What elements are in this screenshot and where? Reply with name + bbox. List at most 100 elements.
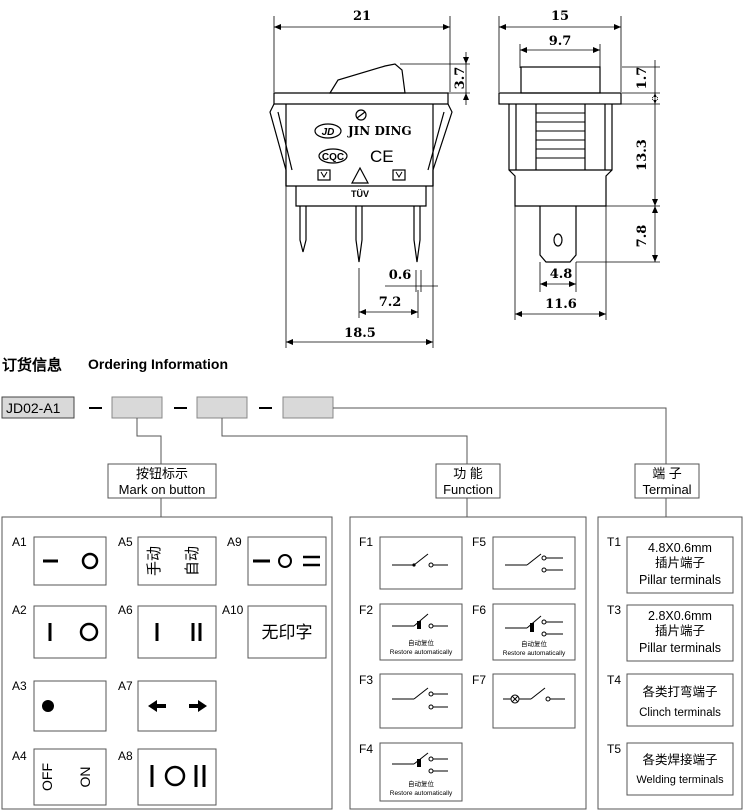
svg-text:A4: A4 <box>12 749 27 763</box>
terminal-option-t5[interactable]: T5 各类焊接端子 Welding terminals <box>607 742 734 796</box>
svg-text:F1: F1 <box>359 535 373 549</box>
svg-text:F7: F7 <box>472 673 486 687</box>
ce-mark: CE <box>370 147 394 166</box>
group-header-function: 功 能 Function <box>435 463 501 499</box>
svg-text:F3: F3 <box>359 673 373 687</box>
svg-text:A6: A6 <box>118 603 133 617</box>
dim-rocker-height: 3.7 <box>453 67 468 90</box>
dim-pin-thickness: 0.6 <box>389 268 412 283</box>
svg-text:Clinch terminals: Clinch terminals <box>639 707 721 719</box>
svg-text:Function: Function <box>443 482 493 497</box>
mark-code-slot[interactable] <box>111 396 163 419</box>
svg-text:CQC: CQC <box>322 152 344 163</box>
function-option-f7[interactable]: F7 <box>472 673 576 729</box>
svg-text:A10: A10 <box>222 603 244 617</box>
mark-option-a2[interactable]: A2 <box>12 603 107 659</box>
svg-text:插片端子: 插片端子 <box>655 556 705 570</box>
group-header-terminal: 端 子 Terminal <box>634 463 700 499</box>
svg-text:端 子: 端 子 <box>652 466 682 481</box>
dim-body-length: 18.5 <box>344 326 376 341</box>
svg-text:Restore automatically: Restore automatically <box>390 790 453 797</box>
svg-text:插片端子: 插片端子 <box>655 624 705 638</box>
svg-text:自动: 自动 <box>184 546 201 576</box>
mark-option-a8[interactable]: A8 <box>118 748 217 806</box>
mark-options-panel <box>1 516 333 810</box>
terminal-option-t3[interactable]: T3 2.8X0.6mm 插片端子 Pillar terminals <box>607 603 734 662</box>
terminal-option-t4[interactable]: T4 各类打弯端子 Clinch terminals <box>607 673 734 727</box>
svg-text:Pillar terminals: Pillar terminals <box>639 641 721 655</box>
tuv-mark: TÜV <box>351 189 369 199</box>
svg-text:A1: A1 <box>12 535 27 549</box>
svg-text:功 能: 功 能 <box>453 466 483 481</box>
svg-text:F2: F2 <box>359 603 373 617</box>
side-view <box>498 16 660 320</box>
svg-text:T5: T5 <box>607 742 621 756</box>
svg-text:无印字: 无印字 <box>262 623 313 642</box>
svg-text:F6: F6 <box>472 603 486 617</box>
svg-text:A7: A7 <box>118 679 133 693</box>
mark-option-a7[interactable]: A7 <box>118 679 217 732</box>
dim-side-width: 15 <box>551 9 569 24</box>
mark-option-a5[interactable]: A5 手动 自动 <box>118 535 217 586</box>
function-options: F1 F2 自动复位 Restore automatically <box>359 535 576 802</box>
function-option-f1[interactable]: F1 <box>359 535 463 590</box>
function-code-slot[interactable] <box>196 396 248 419</box>
terminal-option-t1[interactable]: T1 4.8X0.6mm 插片端子 Pillar terminals <box>607 535 734 594</box>
dim-terminal-length: 7.8 <box>635 225 650 248</box>
svg-text:手动: 手动 <box>146 546 163 576</box>
function-options-panel <box>349 516 587 810</box>
ordering-title-en: Ordering Information <box>88 356 228 372</box>
svg-text:Pillar terminals: Pillar terminals <box>639 573 721 587</box>
dim-flange: 1.7 <box>635 67 650 90</box>
svg-text:按钮标示: 按钮标示 <box>136 466 188 481</box>
svg-text:A3: A3 <box>12 679 27 693</box>
mark-option-a9[interactable]: A9 <box>227 535 327 586</box>
svg-text:A2: A2 <box>12 603 27 617</box>
connector-lines <box>136 407 667 517</box>
mark-option-a3[interactable]: A3 <box>12 679 107 732</box>
dim-front-width: 21 <box>353 9 371 24</box>
mark-option-a6[interactable]: A6 <box>118 603 217 659</box>
jd-logo-icon: JD <box>314 123 342 139</box>
function-option-f3[interactable]: F3 <box>359 673 463 729</box>
function-option-f4[interactable]: F4 自动复位 Restore automatically <box>359 742 463 802</box>
svg-text:OFF: OFF <box>39 763 55 791</box>
svg-text:T1: T1 <box>607 535 621 549</box>
mark-option-a4[interactable]: A4 OFF ON <box>12 748 107 806</box>
svg-text:Mark on button: Mark on button <box>119 482 206 497</box>
mark-options: A1 A2 A3 A4 OFF ON A5 手动 <box>12 535 327 806</box>
svg-text:自动复位: 自动复位 <box>408 779 435 788</box>
dim-body-depth: 13.3 <box>635 139 650 171</box>
terminal-options: T1 4.8X0.6mm 插片端子 Pillar terminals T3 2.… <box>607 535 734 796</box>
part-prefix-box <box>1 396 75 419</box>
group-header-mark: 按钮标示 Mark on button <box>107 463 217 499</box>
svg-text:T4: T4 <box>607 673 621 687</box>
svg-text:Restore automatically: Restore automatically <box>390 649 453 656</box>
dim-side-inner: 9.7 <box>549 34 572 49</box>
svg-text:A8: A8 <box>118 749 133 763</box>
function-option-f2[interactable]: F2 自动复位 Restore automatically <box>359 603 463 661</box>
dim-terminal-width: 4.8 <box>550 267 573 282</box>
function-option-f5[interactable]: F5 <box>472 535 576 590</box>
svg-text:A5: A5 <box>118 535 133 549</box>
terminal-code-slot[interactable] <box>282 396 334 419</box>
dim-mount-width: 11.6 <box>545 297 577 312</box>
ordering-title-cn: 订货信息 <box>2 356 62 374</box>
svg-text:F4: F4 <box>359 742 373 756</box>
svg-text:各类焊接端子: 各类焊接端子 <box>642 752 717 767</box>
mark-option-a10[interactable]: A10 无印字 <box>222 603 327 659</box>
svg-text:自动复位: 自动复位 <box>521 639 548 648</box>
svg-text:Restore automatically: Restore automatically <box>503 650 566 657</box>
part-prefix: JD02-A1 <box>6 400 61 416</box>
svg-text:自动复位: 自动复位 <box>408 638 435 647</box>
mark-option-a1[interactable]: A1 <box>12 535 107 586</box>
svg-text:ON: ON <box>77 767 93 788</box>
svg-text:2.8X0.6mm: 2.8X0.6mm <box>648 609 712 623</box>
svg-text:Welding terminals: Welding terminals <box>636 774 724 786</box>
function-option-f6[interactable]: F6 自动复位 Restore automatically <box>472 603 576 661</box>
svg-text:T3: T3 <box>607 603 621 617</box>
part-code-row: JD02-A1 <box>1 396 334 419</box>
brand-label: JIN DING <box>347 124 412 138</box>
svg-text:4.8X0.6mm: 4.8X0.6mm <box>648 541 712 555</box>
